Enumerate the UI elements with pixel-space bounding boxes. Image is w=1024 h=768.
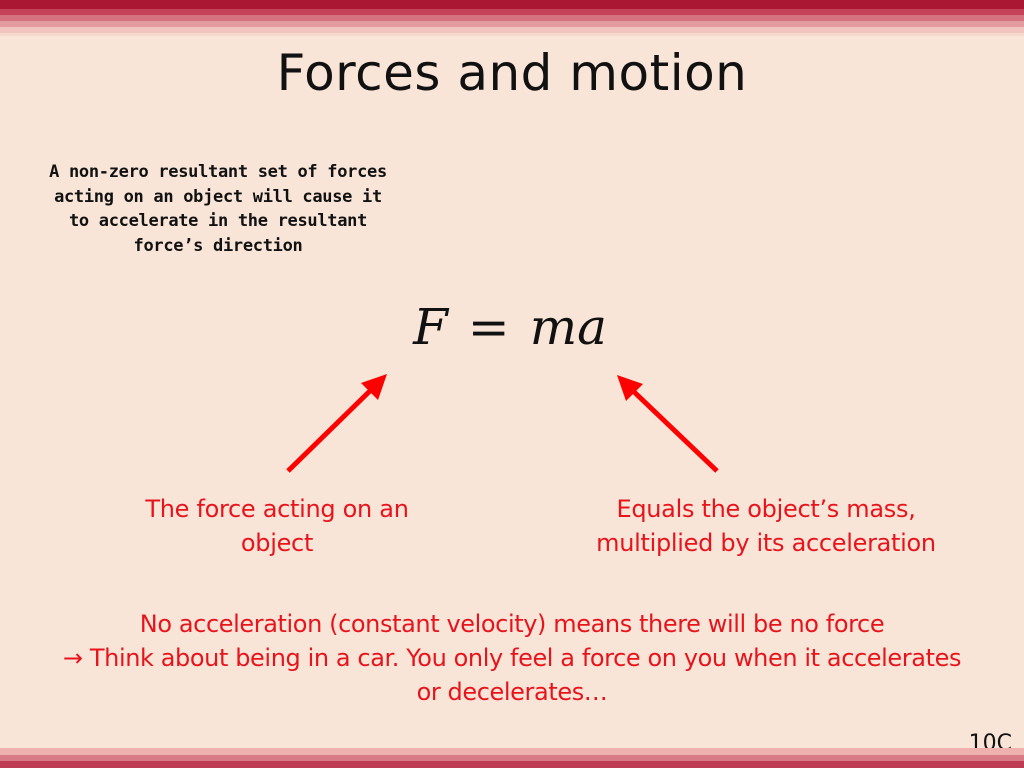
stripe — [0, 748, 1024, 755]
stripe — [0, 15, 1024, 21]
formula-equals: = — [467, 298, 510, 356]
intro-text: A non-zero resultant set of forces actin… — [49, 162, 387, 256]
stripe — [0, 0, 1024, 9]
formula: F = ma — [360, 298, 660, 356]
mass-acceleration-label: Equals the object’s mass, multiplied by … — [596, 495, 936, 557]
arrow-up-left-icon — [617, 375, 719, 473]
stripe — [0, 27, 1024, 33]
stripe — [0, 9, 1024, 15]
stripe — [0, 21, 1024, 27]
stripe — [0, 755, 1024, 761]
formula-mass-acceleration: ma — [529, 298, 607, 356]
note-line-1: No acceleration (constant velocity) mean… — [139, 610, 885, 638]
arrow-up-right-icon — [286, 374, 387, 473]
arrow-right-icon: → — [62, 644, 83, 672]
note-line-2-text: Think about being in a car. You only fee… — [82, 644, 962, 706]
force-label: The force acting on an object — [145, 495, 409, 557]
slide-title: Forces and motion — [276, 44, 748, 102]
formula-force: F — [413, 298, 448, 356]
stripe — [0, 33, 1024, 36]
note-line-2: → Think about being in a car. You only f… — [60, 641, 964, 709]
note-text: No acceleration (constant velocity) mean… — [60, 607, 964, 709]
stripe — [0, 761, 1024, 768]
bottom-decorative-stripes — [0, 748, 1024, 768]
top-decorative-stripes — [0, 0, 1024, 36]
